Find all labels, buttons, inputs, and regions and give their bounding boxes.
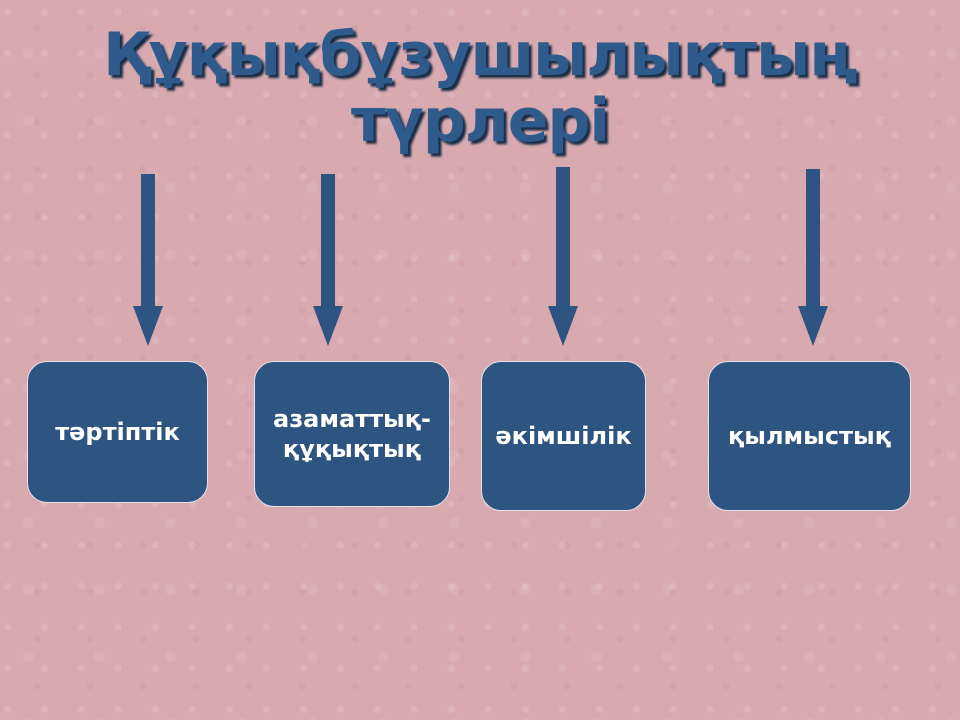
type-label: қылмыстық xyxy=(727,422,892,450)
slide-title: Құқықбұзушылықтың түрлері xyxy=(0,22,960,154)
type-label-line-2: құқықтық xyxy=(282,435,422,463)
arrow-down-icon xyxy=(133,174,163,346)
arrow-down-icon xyxy=(798,169,828,346)
arrow-down-icon xyxy=(313,174,343,346)
type-box-administrative: әкімшілік xyxy=(481,361,646,511)
type-box-civil: азаматтық- құқықтық xyxy=(254,361,450,507)
title-line-1: Құқықбұзушылықтың xyxy=(103,20,858,90)
title-line-2: түрлері xyxy=(351,86,610,156)
type-label-line-1: азаматтық- xyxy=(273,405,431,433)
type-label: тәртіптік xyxy=(55,418,180,446)
arrow-down-icon xyxy=(548,167,578,346)
type-box-disciplinary: тәртіптік xyxy=(27,361,208,503)
type-box-criminal: қылмыстық xyxy=(708,361,911,511)
type-label: әкімшілік xyxy=(495,422,632,450)
